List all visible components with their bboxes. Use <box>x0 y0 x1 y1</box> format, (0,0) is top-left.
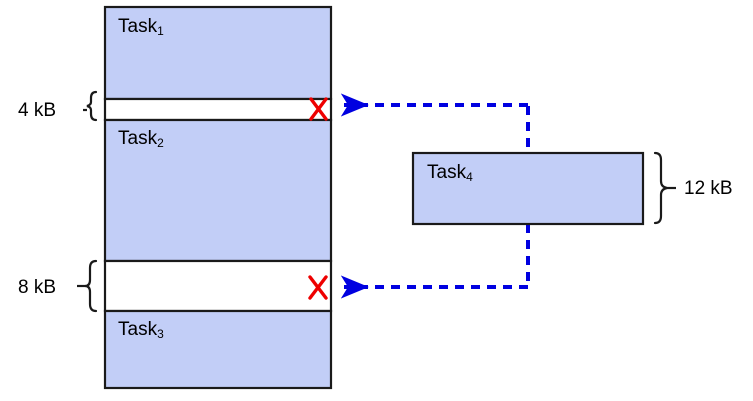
incoming-task4-box <box>411 151 645 226</box>
main-memory-block <box>103 5 333 390</box>
incoming-task4-label: Task4 <box>427 162 473 184</box>
memory-hole-8kb <box>103 259 333 313</box>
segment-label-task1: Task1 <box>118 16 164 38</box>
brace-8kb <box>84 259 98 313</box>
memory-segment-task3 <box>103 309 333 390</box>
size-label-8kb: 8 kB <box>18 277 57 298</box>
brace-4kb <box>86 90 98 122</box>
segment-label-task2: Task2 <box>118 128 164 150</box>
memory-hole-4kb <box>103 97 333 122</box>
reject-mark-hole-8kb <box>308 275 328 300</box>
brace-12kb <box>653 151 668 225</box>
memory-segment-task2 <box>103 118 333 263</box>
size-label-12kb: 12 kB <box>684 178 733 199</box>
size-label-4kb: 4 kB <box>18 100 57 121</box>
reject-mark-hole-4kb <box>309 97 328 121</box>
segment-label-task3: Task3 <box>118 319 164 341</box>
memory-segment-task1 <box>103 5 333 101</box>
